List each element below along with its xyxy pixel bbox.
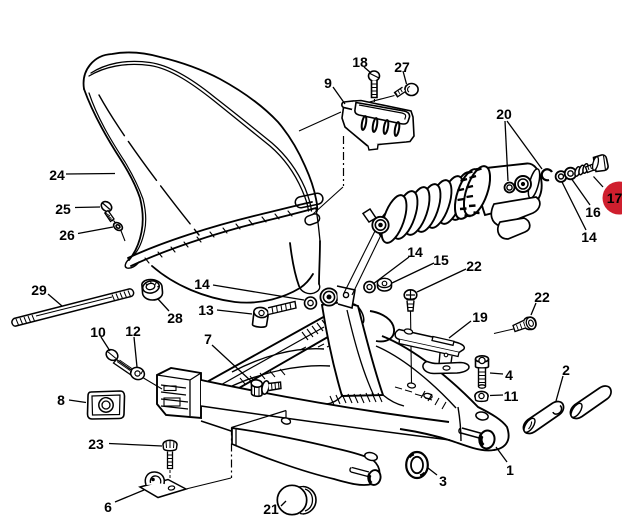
svg-text:26: 26 (59, 227, 75, 243)
svg-text:15: 15 (433, 252, 449, 268)
svg-text:13: 13 (198, 302, 214, 318)
svg-text:18: 18 (352, 54, 368, 70)
svg-text:20: 20 (496, 106, 512, 122)
svg-text:21: 21 (263, 501, 279, 517)
svg-text:14: 14 (194, 276, 210, 292)
svg-text:22: 22 (466, 258, 482, 274)
svg-text:19: 19 (472, 309, 488, 325)
svg-text:11: 11 (504, 388, 519, 404)
svg-text:9: 9 (324, 75, 332, 91)
svg-text:1: 1 (506, 462, 514, 478)
svg-text:25: 25 (55, 201, 71, 217)
svg-text:23: 23 (88, 436, 104, 452)
svg-text:10: 10 (90, 324, 106, 340)
svg-text:22: 22 (534, 289, 550, 305)
svg-text:17: 17 (607, 190, 622, 206)
svg-text:29: 29 (31, 282, 47, 298)
svg-text:3: 3 (439, 473, 447, 489)
svg-text:4: 4 (505, 367, 513, 383)
svg-text:12: 12 (125, 323, 141, 339)
svg-text:8: 8 (57, 392, 65, 408)
svg-text:28: 28 (167, 310, 183, 326)
svg-text:2: 2 (562, 362, 570, 378)
svg-text:7: 7 (204, 331, 212, 347)
svg-text:14: 14 (581, 229, 597, 245)
svg-text:16: 16 (585, 204, 601, 220)
svg-text:24: 24 (49, 167, 65, 183)
svg-text:27: 27 (394, 59, 410, 75)
svg-text:14: 14 (407, 244, 423, 260)
svg-text:6: 6 (104, 499, 112, 515)
